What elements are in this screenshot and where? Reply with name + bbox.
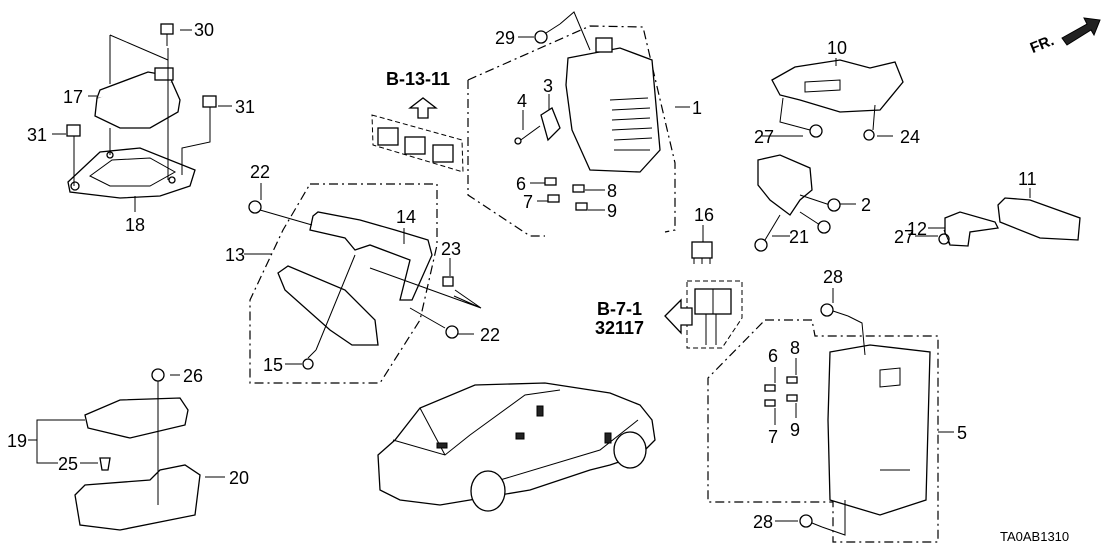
- module-10[interactable]: [771, 59, 904, 113]
- callout-31-right[interactable]: 31: [235, 97, 256, 117]
- fuse-8a[interactable]: [572, 184, 585, 193]
- reference-b-7-1[interactable]: B-7-1 32117: [595, 300, 644, 338]
- sensor-19[interactable]: [84, 397, 189, 439]
- callout-13[interactable]: 13: [225, 245, 246, 265]
- unit-13[interactable]: [277, 265, 379, 346]
- fuse-7a[interactable]: [547, 194, 560, 203]
- fuse-9b[interactable]: [786, 394, 798, 402]
- callout-29[interactable]: 29: [495, 28, 516, 48]
- callout-8-bottom[interactable]: 8: [790, 338, 801, 358]
- callout-14[interactable]: 14: [396, 207, 417, 227]
- bracket-20[interactable]: [74, 464, 201, 531]
- fuse-6a[interactable]: [544, 177, 557, 186]
- callout-26[interactable]: 26: [183, 366, 204, 386]
- reference-line: 32117: [595, 317, 645, 338]
- clip-25[interactable]: [99, 457, 111, 471]
- callout-11[interactable]: 11: [1018, 169, 1037, 189]
- fuse-8b[interactable]: [786, 376, 798, 384]
- reference-line: B-13-11: [386, 69, 451, 89]
- bracket-12[interactable]: [944, 211, 999, 247]
- callout-21[interactable]: 21: [789, 227, 810, 247]
- callout-28-bottom[interactable]: 28: [753, 512, 774, 532]
- callout-28-top[interactable]: 28: [823, 267, 844, 287]
- callout-6-top[interactable]: 6: [516, 174, 527, 194]
- callout-6-bottom[interactable]: 6: [768, 346, 779, 366]
- callout-4[interactable]: 4: [517, 91, 528, 111]
- bolt-22-top[interactable]: [248, 200, 313, 226]
- callout-12[interactable]: 12: [907, 219, 928, 239]
- callout-30[interactable]: 30: [194, 20, 215, 40]
- callout-9-top[interactable]: 9: [607, 201, 618, 221]
- front-direction-arrow-icon: [1061, 17, 1101, 46]
- bolt-30[interactable]: [160, 23, 174, 46]
- callout-18[interactable]: 18: [125, 215, 146, 235]
- screw-15[interactable]: [302, 349, 317, 370]
- screw-4[interactable]: [514, 125, 541, 145]
- callout-24[interactable]: 24: [900, 127, 921, 147]
- callout-2[interactable]: 2: [861, 195, 872, 215]
- fuse-9a[interactable]: [575, 202, 588, 211]
- callout-9-bottom[interactable]: 9: [790, 420, 801, 440]
- callout-22-bottom[interactable]: 22: [480, 325, 501, 345]
- fuse-7b[interactable]: [764, 399, 776, 407]
- callout-27-top[interactable]: 27: [754, 127, 775, 147]
- callout-7-bottom[interactable]: 7: [768, 427, 779, 447]
- callout-7-top[interactable]: 7: [523, 192, 534, 212]
- bolt-28-bottom[interactable]: [799, 514, 823, 528]
- fuse-6b[interactable]: [764, 384, 776, 392]
- callout-8-top[interactable]: 8: [607, 181, 618, 201]
- clip-23[interactable]: [442, 276, 454, 287]
- callout-16[interactable]: 16: [694, 205, 715, 225]
- reference-line: B-7-1: [597, 299, 643, 319]
- screw-29[interactable]: [534, 23, 561, 44]
- callout-23[interactable]: 23: [441, 239, 462, 259]
- relay-set-b-7-1[interactable]: [664, 280, 743, 349]
- callout-25[interactable]: 25: [58, 454, 79, 474]
- nut-24[interactable]: [863, 129, 875, 141]
- callout-3[interactable]: 3: [543, 76, 554, 96]
- fuse-label-3[interactable]: [540, 107, 561, 142]
- bracket-14[interactable]: [309, 211, 433, 301]
- callout-5[interactable]: 5: [957, 423, 968, 443]
- callout-1[interactable]: 1: [692, 98, 703, 118]
- junction-box-5[interactable]: [827, 344, 931, 516]
- callout-22-top[interactable]: 22: [250, 162, 271, 182]
- bolt-31-left[interactable]: [66, 124, 81, 152]
- callout-31-left[interactable]: 31: [27, 125, 48, 145]
- bolt-27-top[interactable]: [794, 124, 823, 138]
- callout-19[interactable]: 19: [7, 431, 28, 451]
- bracket-18[interactable]: [67, 147, 196, 199]
- control-unit-17[interactable]: [94, 67, 181, 129]
- module-11[interactable]: [997, 197, 1081, 241]
- relay-16[interactable]: [691, 241, 713, 264]
- callout-17[interactable]: 17: [63, 87, 84, 107]
- reference-b-13-11[interactable]: B-13-11: [386, 70, 450, 89]
- callout-15[interactable]: 15: [263, 355, 284, 375]
- relay-set-b-13-11[interactable]: [371, 97, 464, 173]
- bolt-22-bottom[interactable]: [409, 307, 459, 339]
- vehicle-illustration: [377, 382, 656, 512]
- bolt-28-top[interactable]: [820, 303, 849, 317]
- bolt-21[interactable]: [754, 214, 781, 252]
- bolt-2b[interactable]: [799, 211, 831, 234]
- bolt-26[interactable]: [151, 368, 165, 390]
- bolt-27-bottom[interactable]: [938, 229, 951, 245]
- bracket-2[interactable]: [757, 154, 813, 216]
- fuse-box-1[interactable]: [565, 37, 661, 173]
- callout-20[interactable]: 20: [229, 468, 250, 488]
- callout-27-bottom[interactable]: 27: [894, 227, 915, 247]
- bolt-2[interactable]: [799, 194, 841, 212]
- bolt-31-right[interactable]: [202, 95, 217, 124]
- diagram-code: TA0AB1310: [1000, 529, 1070, 544]
- callout-10[interactable]: 10: [827, 38, 848, 58]
